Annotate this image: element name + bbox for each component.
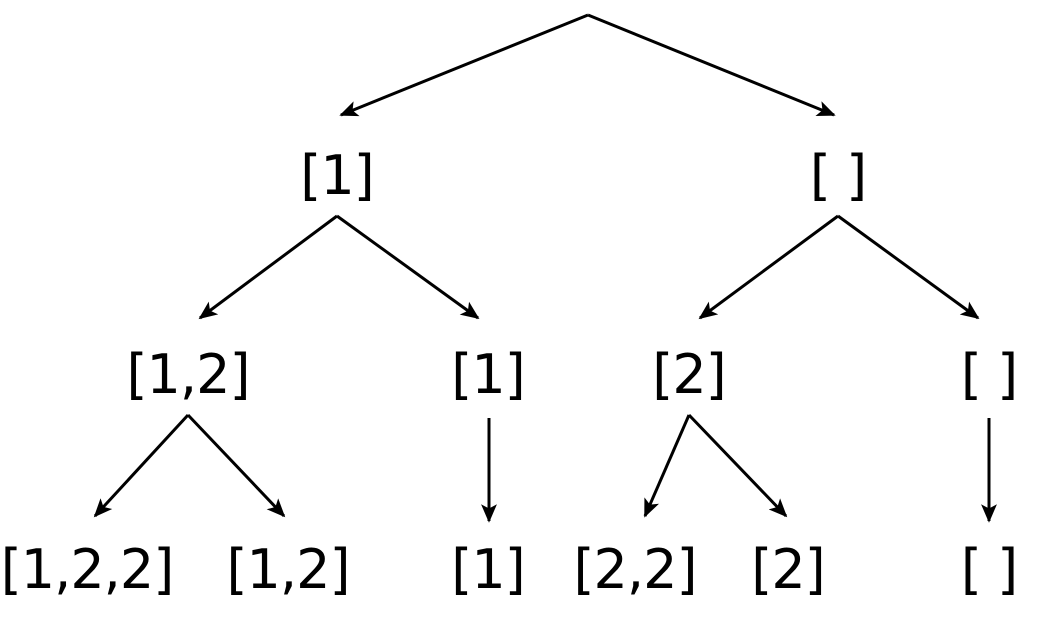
tree-node-label: [1] <box>451 343 525 406</box>
tree-node-label: [1,2] <box>226 538 350 601</box>
tree-node-label: [2] <box>652 343 726 406</box>
tree-node-label: [2,2] <box>573 538 697 601</box>
tree-node-label: [1] <box>300 144 374 207</box>
tree-node-label: [ ] <box>809 144 867 207</box>
tree-node-label: [1,2] <box>126 343 250 406</box>
tree-edge-arrow <box>643 414 691 518</box>
tree-edge-arrow <box>186 413 286 518</box>
tree-edge-arrow <box>93 413 190 518</box>
tree-node-label: [1] <box>451 538 525 601</box>
tree-node-label: [ ] <box>960 538 1018 601</box>
tree-edge-arrow <box>837 214 980 320</box>
tree-node-label: [ ] <box>960 343 1018 406</box>
tree-edge-arrow <box>698 214 839 320</box>
tree-edge-arrow <box>687 413 788 518</box>
tree-node-label: [2] <box>751 538 825 601</box>
tree-edge-arrow <box>198 214 338 320</box>
tree-edge-arrow <box>336 214 480 320</box>
tree-edges <box>93 13 997 523</box>
tree-edge-arrow <box>339 13 589 117</box>
tree-edge-arrow <box>587 13 836 117</box>
tree-node-label: [1,2,2] <box>0 538 175 601</box>
